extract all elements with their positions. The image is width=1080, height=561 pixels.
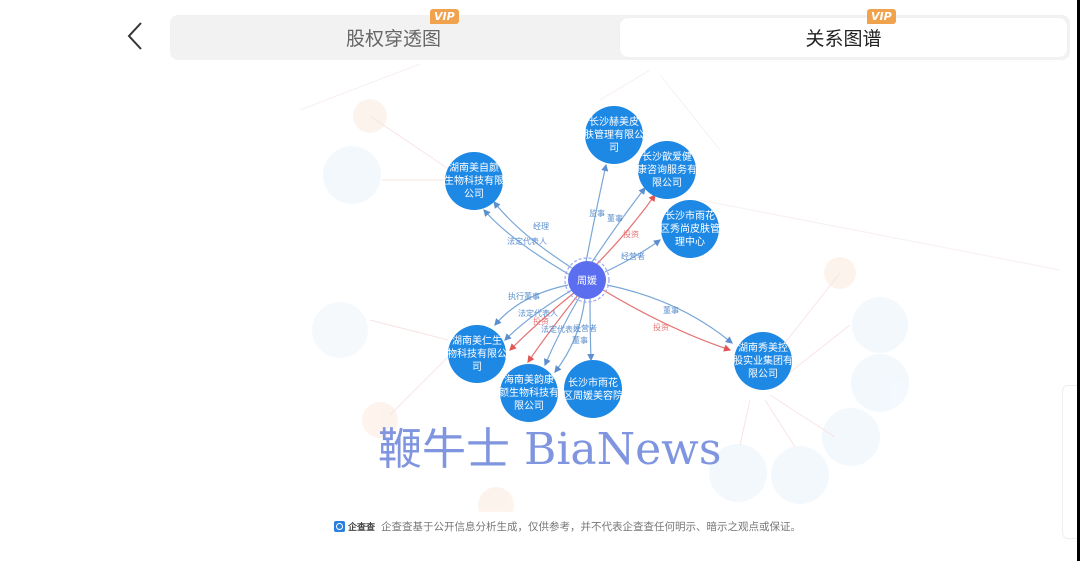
svg-text:限公司: 限公司: [514, 400, 544, 412]
tab-equity-penetration[interactable]: 股权穿透图 VIP: [170, 9, 617, 60]
svg-text:长沙赫美皮: 长沙赫美皮: [589, 115, 639, 128]
svg-text:长沙市雨花: 长沙市雨花: [665, 209, 715, 222]
tab-relationship-graph[interactable]: 关系图谱 VIP: [620, 9, 1067, 57]
svg-text:颜生物科技有: 颜生物科技有: [499, 386, 559, 399]
side-panel-handle[interactable]: [1062, 385, 1079, 539]
svg-text:区秀尚皮肤管: 区秀尚皮肤管: [660, 222, 720, 235]
svg-text:监事: 监事: [589, 208, 605, 218]
svg-text:董事: 董事: [607, 213, 623, 223]
company-node[interactable]: 长沙赫美皮 肤管理有限公 司: [584, 106, 644, 164]
disclaimer-text: 企查查基于公开信息分析生成，仅供参考，并不代表企查查任何明示、暗示之观点或保证。: [381, 521, 802, 533]
screen-edge-bar: [1077, 0, 1080, 561]
svg-text:肤管理有限公: 肤管理有限公: [584, 128, 644, 141]
svg-text:经营者: 经营者: [621, 251, 645, 261]
svg-text:限公司: 限公司: [652, 177, 682, 189]
svg-text:投资: 投资: [653, 322, 669, 332]
vip-badge: VIP: [867, 9, 896, 24]
graph-edges: [483, 163, 733, 373]
edge-labels: 经理 法定代表人 监事 董事 投资 经营者 执行董事 法定代表人 投资 法定代表…: [507, 208, 679, 345]
tab-label: 股权穿透图: [345, 28, 441, 50]
svg-text:湖南美自颜: 湖南美自颜: [449, 161, 499, 174]
company-node[interactable]: 长沙市雨花 区秀尚皮肤管 理中心: [660, 200, 720, 258]
svg-text:投资: 投资: [533, 316, 549, 326]
tab-label: 关系图谱: [805, 28, 882, 50]
svg-text:经理: 经理: [533, 221, 549, 231]
svg-text:司: 司: [472, 362, 482, 373]
svg-text:司: 司: [609, 143, 619, 154]
back-button[interactable]: [120, 16, 150, 56]
svg-text:生物科技有限: 生物科技有限: [444, 174, 504, 187]
svg-text:执行董事: 执行董事: [508, 291, 540, 301]
svg-text:海南美韵康: 海南美韵康: [504, 373, 554, 386]
footer-brand: 企查查: [348, 523, 376, 533]
company-node[interactable]: 长沙市雨花 区周媛美容院: [563, 360, 623, 418]
company-node[interactable]: 海南美韵康 颜生物科技有 限公司: [499, 364, 559, 422]
svg-text:区周媛美容院: 区周媛美容院: [563, 389, 623, 402]
svg-text:长沙市雨花: 长沙市雨花: [568, 376, 618, 389]
svg-text:公司: 公司: [464, 189, 484, 200]
svg-text:投资: 投资: [623, 229, 639, 239]
background-faded-nodes: [299, 63, 1061, 512]
company-node[interactable]: 湖南美仁生 物科技有限公 司: [447, 325, 507, 383]
chevron-left-icon: [127, 22, 142, 50]
qichacha-logo-icon: [334, 521, 345, 532]
svg-text:股实业集团有: 股实业集团有: [733, 354, 793, 367]
company-node[interactable]: 湖南秀美控 股实业集团有 限公司: [733, 332, 793, 390]
svg-text:周媛: 周媛: [577, 274, 597, 287]
svg-text:理中心: 理中心: [675, 235, 705, 248]
relationship-graph[interactable]: 经理 法定代表人 监事 董事 投资 经营者 执行董事 法定代表人 投资 法定代表…: [0, 62, 1080, 512]
tab-bar: 股权穿透图 VIP 关系图谱 VIP: [170, 9, 1070, 60]
svg-text:董事: 董事: [572, 335, 588, 345]
svg-text:限公司: 限公司: [748, 368, 778, 380]
svg-text:湖南美仁生: 湖南美仁生: [452, 334, 502, 347]
svg-text:长沙歆爱健: 长沙歆爱健: [642, 150, 692, 163]
svg-text:康咨询服务有: 康咨询服务有: [637, 163, 697, 176]
footer-disclaimer: 企查查 企查查基于公开信息分析生成，仅供参考，并不代表企查查任何明示、暗示之观点…: [334, 519, 801, 534]
svg-text:经营者: 经营者: [573, 323, 597, 333]
svg-text:法定代表人: 法定代表人: [507, 236, 547, 246]
company-node[interactable]: 湖南美自颜 生物科技有限 公司: [444, 152, 504, 210]
watermark-text: 鞭牛士 BiaNews: [378, 424, 722, 475]
vip-badge: VIP: [430, 9, 459, 24]
svg-text:湖南秀美控: 湖南秀美控: [738, 341, 788, 354]
svg-text:物科技有限公: 物科技有限公: [447, 347, 507, 360]
svg-text:法定代表人: 法定代表人: [541, 324, 581, 334]
svg-text:董事: 董事: [663, 305, 679, 315]
center-node-person[interactable]: 周媛: [564, 257, 610, 303]
svg-text:法定代表人: 法定代表人: [518, 308, 558, 318]
company-node[interactable]: 长沙歆爱健 康咨询服务有 限公司: [637, 141, 697, 199]
